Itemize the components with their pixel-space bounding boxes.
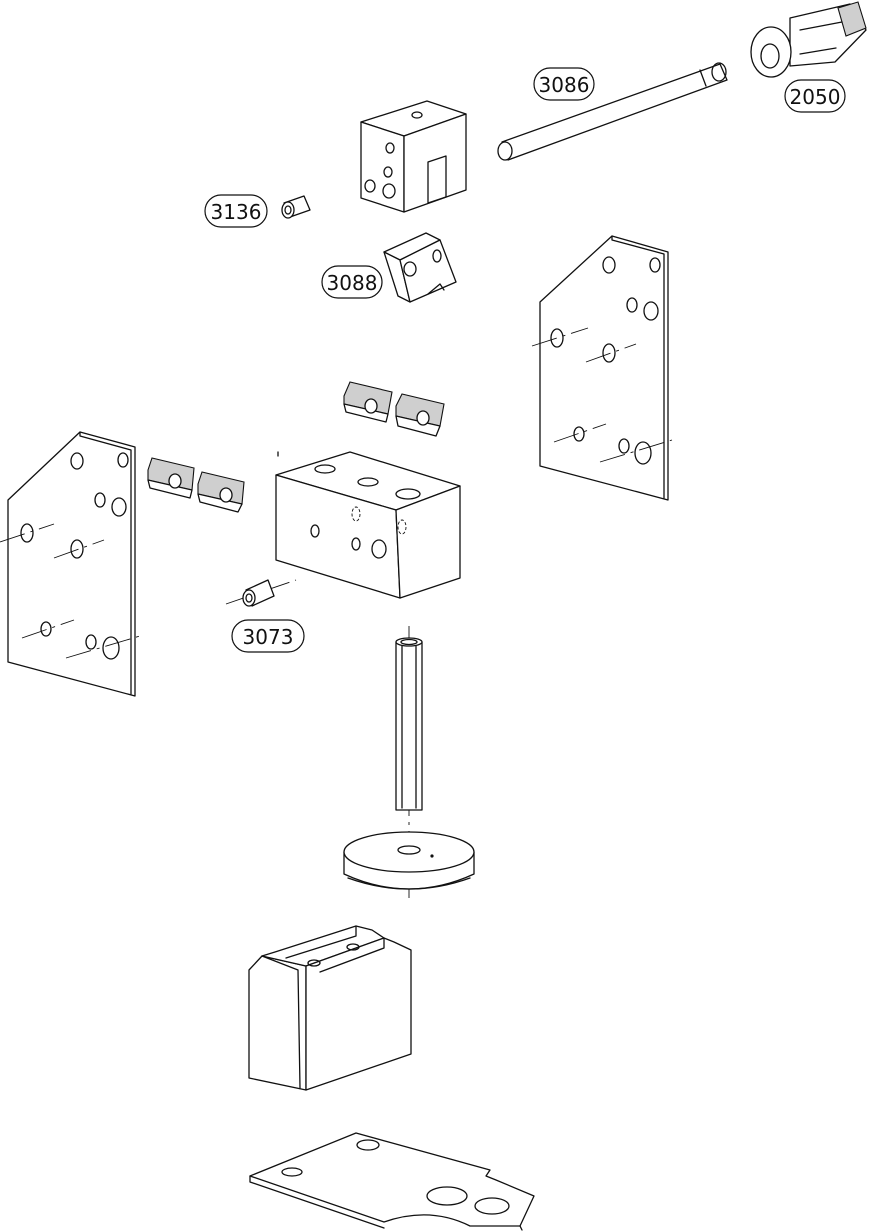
main-center-block [275,451,461,599]
top-block [360,100,467,213]
callout-3136-label: 3136 [211,200,262,224]
callout-3086: 3086 [533,67,595,101]
callout-3088: 3088 [321,265,383,299]
bottom-base-plate [249,1132,535,1231]
upper-slot-nuts [343,381,445,437]
part-2050-knob [750,1,867,78]
callout-2050-label: 2050 [790,85,841,109]
callout-3073-label: 3073 [243,625,294,649]
callout-3086-label: 3086 [539,73,590,97]
left-slot-nuts [147,457,245,513]
callout-3136: 3136 [204,194,268,228]
callout-3088-label: 3088 [327,271,378,295]
callout-2050: 2050 [784,79,846,113]
part-3086-rod [497,62,728,161]
part-3073-dowel [225,579,297,607]
left-side-plate [0,431,141,697]
base-disc [343,831,475,890]
right-side-plate [531,235,673,501]
part-3136-pin [281,195,311,219]
part-3088-clamp [383,232,457,303]
callout-3073: 3073 [231,619,305,653]
lower-support-block [248,925,412,1091]
